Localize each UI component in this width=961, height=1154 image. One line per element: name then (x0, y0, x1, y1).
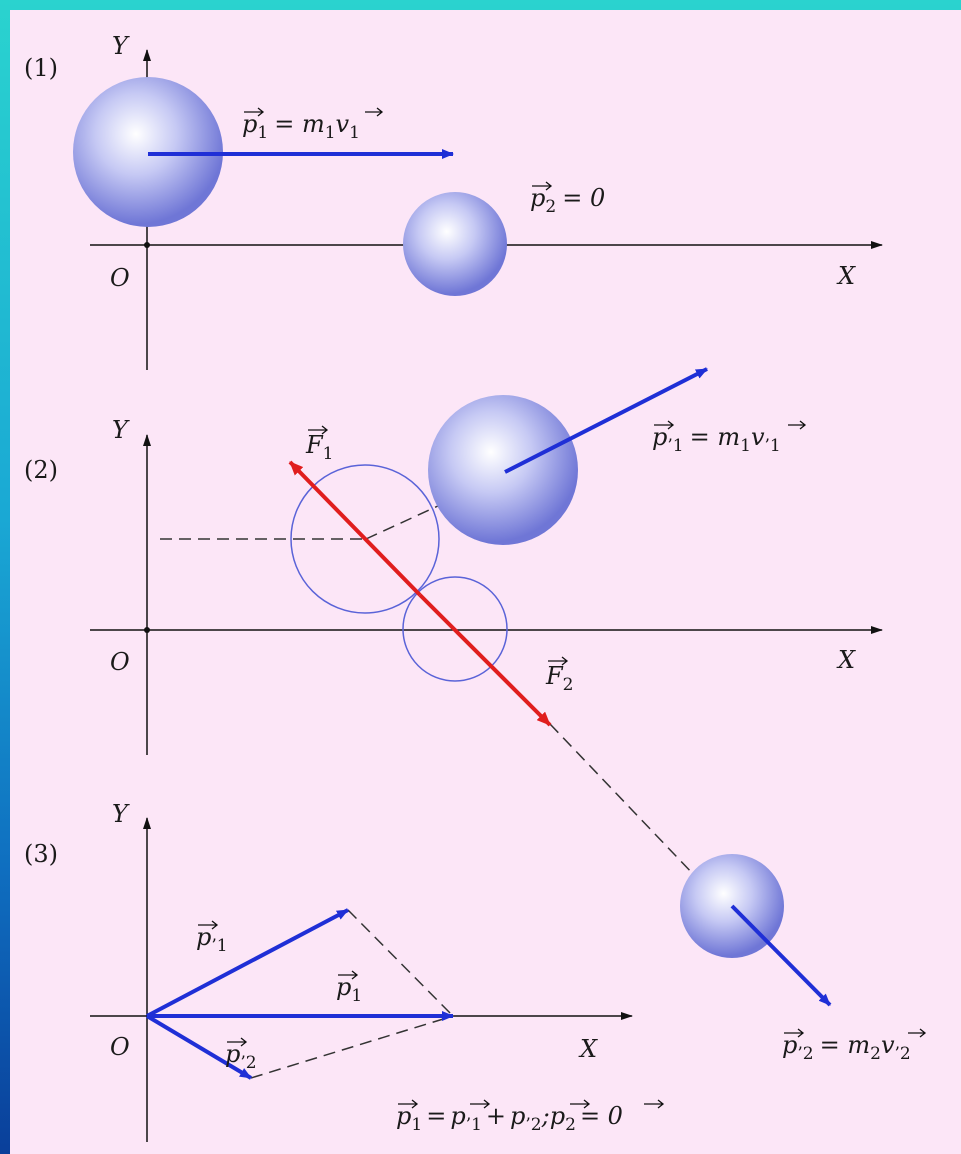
panel-2-ball-1-outline (290, 464, 440, 614)
panel-3: (3) Y X O p’1 p1 p’2 p’2= m2v’2 p1=p’1+p… (24, 800, 927, 1142)
panel-2-y-label: Y (112, 416, 130, 444)
panel-3-p2-prime-vec-arrow (227, 1037, 248, 1047)
panel-3-p1-vec-arrow (338, 970, 359, 980)
panel-2-label: (2) (24, 456, 58, 484)
panel-2-p2-prime-arrow (730, 904, 832, 1007)
panel-1-ball-2 (403, 192, 507, 296)
panel-2-p1-prime-label: p’1= m1v’1 (652, 423, 781, 456)
panel-3-equation-vec-arrows (398, 1099, 665, 1109)
panel-3-p2-prime-arrow (145, 1014, 253, 1080)
panel-3-equation: p1=p’1+p’2;p2= 0 (396, 1102, 623, 1135)
panel-3-p1-prime-label: p’1 (196, 923, 228, 956)
panel-3-x-label: X (578, 1035, 598, 1063)
panel-2-ball-1 (428, 395, 578, 545)
panel-1-p1-label: p1= m1v1 (242, 110, 360, 143)
panel-2-x-label: X (836, 646, 856, 674)
panel-3-p1-prime-vec-arrow (198, 920, 219, 930)
panel-1-y-label: Y (112, 32, 130, 60)
panel-2-f2-vec-arrow (548, 656, 569, 666)
panel-3-dashed-lower (250, 1015, 454, 1079)
panel-3-p2-prime-label: p’2 (225, 1040, 257, 1073)
panel-3-p2-prime-result-vec-arrow-b (908, 1028, 927, 1038)
panel-2-dashed-to-ball-1 (365, 504, 441, 540)
panel-2-p1-prime-vec-arrow-a (654, 420, 675, 430)
panel-2-ball-2-outline (402, 576, 508, 682)
panel-3-dashed-upper (347, 909, 454, 1017)
panel-3-p2-prime-result-vec-arrow-a (784, 1028, 805, 1038)
collision-diagram: (1) Y X O p1= m1v1 p2= 0 (2) Y X O (24, 32, 927, 1142)
panel-3-y-label: Y (112, 800, 130, 828)
panel-1-x-label: X (836, 262, 856, 290)
panel-3-p1-label: p1 (336, 973, 362, 1006)
panel-2-origin-dot (144, 627, 150, 633)
panel-1-origin-dot (144, 242, 150, 248)
panel-1-p1-vec-arrow-b (365, 107, 384, 117)
diagram-panel: (1) Y X O p1= m1v1 p2= 0 (2) Y X O (10, 10, 961, 1154)
panel-3-label: (3) (24, 840, 58, 868)
panel-3-origin-label: O (110, 1033, 130, 1061)
panel-1: (1) Y X O p1= m1v1 p2= 0 (24, 32, 883, 370)
panel-1-p2-label: p2= 0 (530, 184, 605, 217)
panel-1-p2-vec-arrow (532, 181, 553, 191)
panel-2-f1-vec-arrow (308, 425, 329, 435)
panel-2-f2-arrow (418, 593, 552, 727)
panel-2-f1-arrow (288, 460, 422, 597)
panel-1-label: (1) (24, 54, 58, 82)
panel-2-p1-prime-vec-arrow-b (788, 420, 807, 430)
panel-3-p2-prime-result-label: p’2= m2v’2 (782, 1031, 911, 1064)
panel-3-p1-prime-arrow (146, 908, 349, 1018)
panel-2-f2-label: F2 (545, 662, 573, 695)
panel-2-f1-label: F1 (305, 431, 333, 464)
panel-1-p1-vec-arrow-a (244, 107, 265, 117)
panel-2-origin-label: O (110, 648, 130, 676)
panel-2: (2) Y X O F1 F2 p’1= m1v’1 (24, 367, 883, 1007)
panel-2-p1-prime-arrow (504, 367, 708, 474)
panel-2-dashed-to-ball-2 (549, 723, 696, 877)
panel-1-origin-label: O (110, 264, 130, 292)
